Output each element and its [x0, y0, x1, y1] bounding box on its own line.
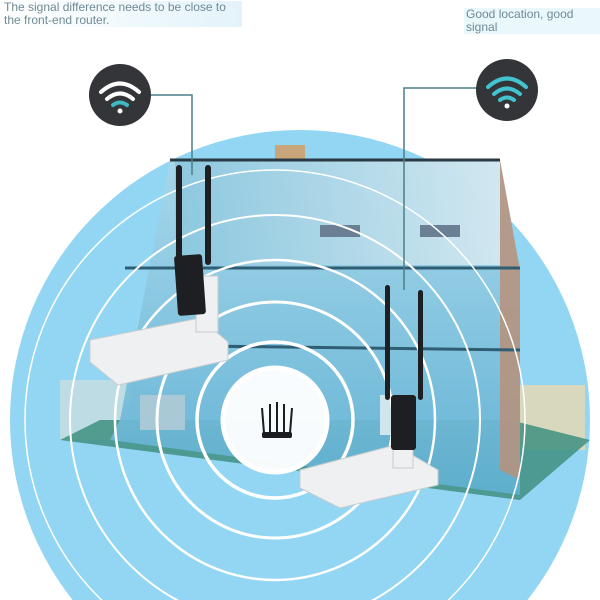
- connector-left: [150, 94, 193, 175]
- brick-wall: [500, 160, 520, 480]
- caption-weak-signal: The signal difference needs to be close …: [2, 1, 242, 27]
- connector-right: [403, 87, 478, 290]
- wifi-extender-right: [299, 285, 439, 509]
- signal-rings: [24, 169, 526, 600]
- router-center: [261, 402, 293, 438]
- caption-good-signal: Good location, good signal: [464, 8, 600, 34]
- wifi-extender-left: [89, 165, 229, 386]
- wifi-weak-icon: [89, 64, 151, 126]
- chimney: [275, 145, 305, 160]
- wifi-strong-icon: [476, 59, 538, 121]
